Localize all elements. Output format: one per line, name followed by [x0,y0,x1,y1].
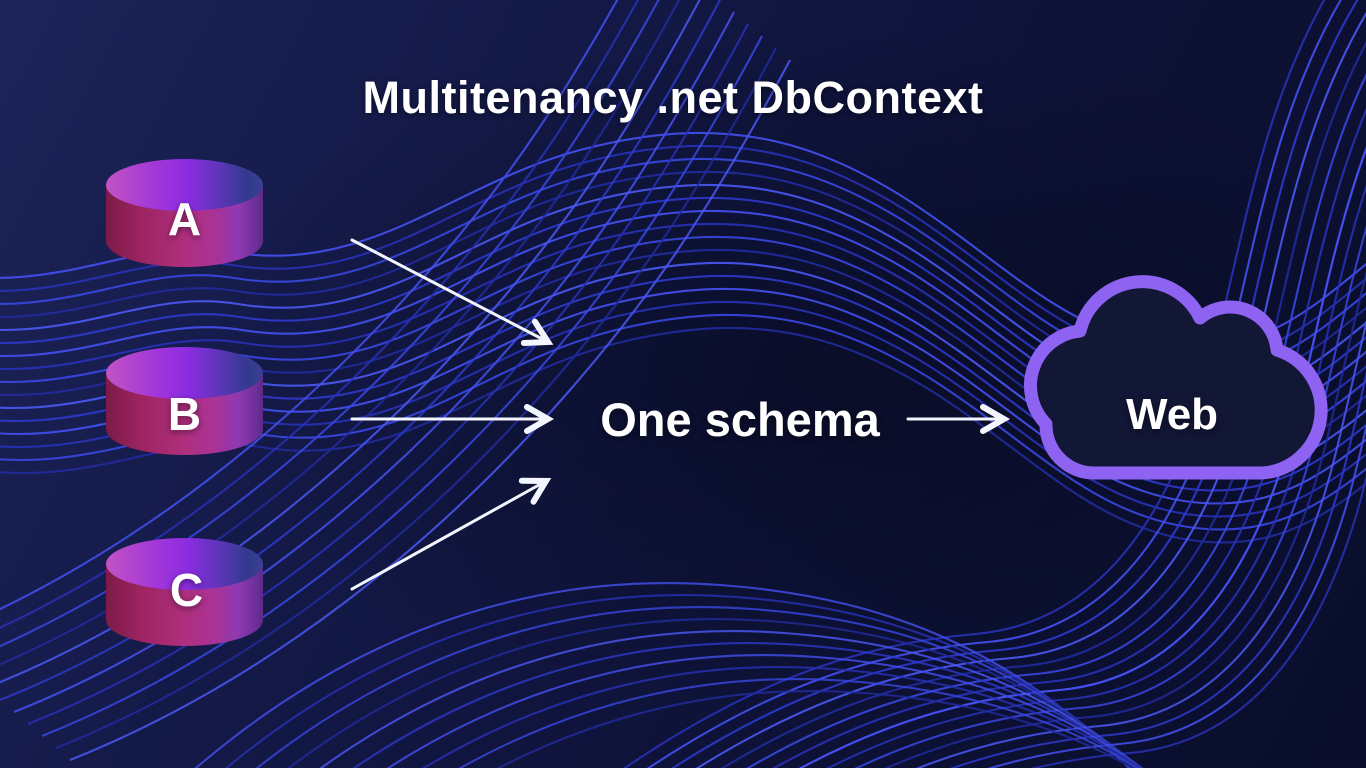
arrow-right-icon-a-to-schema [350,238,554,346]
database-a-label: A [167,193,202,245]
database-cylinder-icon-a [106,159,263,267]
arrow-right-icon-c-to-schema [350,477,552,591]
cloud-icon [1024,275,1328,480]
one-schema-label: One schema [600,393,880,446]
cloud-label: Web [1125,390,1219,439]
database-cylinder-icon-c [106,538,263,647]
page-title: Multitenancy .net DbContext [362,72,984,123]
database-c-label: C [169,564,204,616]
database-b-label: B [167,388,202,440]
database-cylinder-icon-b [106,347,263,455]
